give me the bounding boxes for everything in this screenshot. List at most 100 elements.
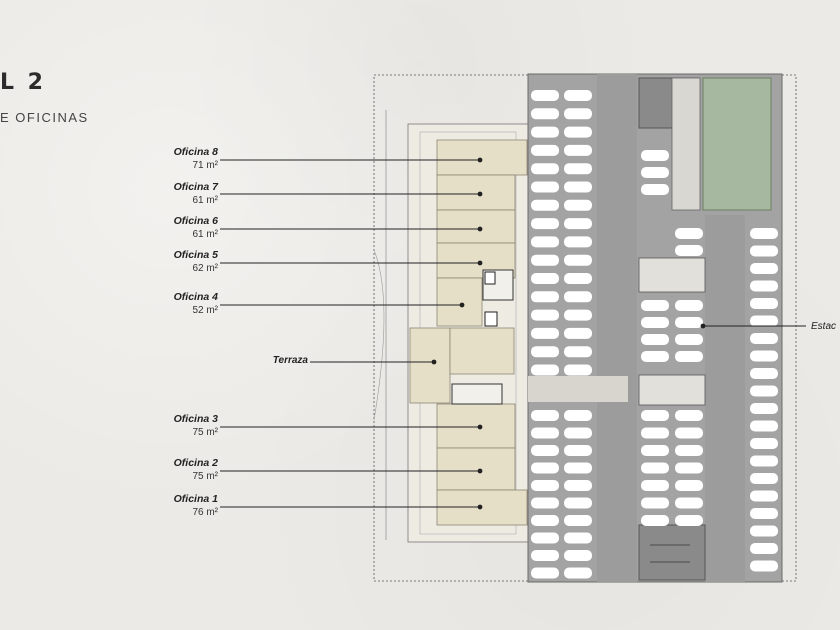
parking-stall bbox=[641, 462, 669, 474]
parking-stall bbox=[675, 410, 703, 421]
parking-stall bbox=[531, 364, 559, 376]
terrace-label: Terraza bbox=[272, 355, 308, 366]
stair-block bbox=[671, 77, 701, 211]
parking-stall bbox=[531, 462, 559, 474]
parking-stall bbox=[641, 351, 669, 362]
parking-stall bbox=[531, 346, 559, 358]
parking-stall bbox=[750, 420, 778, 432]
office-area: 75 m² bbox=[192, 471, 218, 482]
office-label-5: Oficina 5 62 m² bbox=[160, 249, 218, 275]
office-label-8: Oficina 8 71 m² bbox=[160, 146, 218, 172]
parking-stall bbox=[531, 327, 559, 339]
parking-stall bbox=[641, 427, 669, 439]
parking-stall bbox=[564, 199, 592, 211]
parking-stall bbox=[675, 497, 703, 509]
terrace bbox=[409, 327, 451, 404]
parking-stall bbox=[564, 309, 592, 321]
parking-label: Estac bbox=[811, 321, 837, 332]
parking-stall bbox=[531, 532, 559, 544]
parking-stall bbox=[750, 525, 778, 537]
parking-stall bbox=[531, 218, 559, 230]
parking-stall bbox=[564, 532, 592, 544]
parking-stall bbox=[641, 497, 669, 509]
parking-stall bbox=[750, 333, 778, 344]
office-unit-4 bbox=[436, 277, 483, 327]
parking-stall bbox=[564, 163, 592, 175]
parking-stall bbox=[675, 317, 703, 328]
parking-stall bbox=[675, 480, 703, 491]
parking-stall bbox=[564, 410, 592, 421]
parking-stall bbox=[564, 497, 592, 509]
parking-stall bbox=[564, 126, 592, 138]
parking-stall bbox=[675, 515, 703, 526]
parking-stall bbox=[750, 508, 778, 519]
office-name: Oficina 8 bbox=[173, 146, 218, 158]
parking-stall bbox=[675, 445, 703, 456]
parking-stall bbox=[750, 455, 778, 467]
office-name: Oficina 3 bbox=[173, 413, 218, 425]
parking-stall bbox=[750, 350, 778, 362]
parking-stall bbox=[531, 515, 559, 526]
parking-stall bbox=[531, 163, 559, 175]
office-area: 71 m² bbox=[192, 160, 218, 171]
parking-stall bbox=[641, 515, 669, 526]
parking-stalls bbox=[531, 90, 778, 579]
office-name: Oficina 6 bbox=[173, 215, 218, 227]
parking-stall bbox=[531, 309, 559, 321]
parking-stall bbox=[750, 263, 778, 274]
parking-stall bbox=[641, 317, 669, 328]
leader-dots bbox=[431, 157, 706, 510]
parking-stall bbox=[750, 438, 778, 449]
parking-stall bbox=[531, 108, 559, 120]
parking-stall bbox=[531, 144, 559, 156]
parking-stall bbox=[531, 126, 559, 138]
office-label-2: Oficina 2 75 m² bbox=[160, 457, 218, 483]
parking-stall bbox=[564, 462, 592, 474]
parking-stall bbox=[750, 385, 778, 397]
office-label-6: Oficina 6 61 m² bbox=[160, 215, 218, 241]
office-area: 75 m² bbox=[192, 427, 218, 438]
parking-stall bbox=[531, 427, 559, 439]
office-unit-8 bbox=[436, 139, 528, 176]
parking-stall bbox=[564, 327, 592, 339]
elevator-2 bbox=[484, 311, 498, 327]
parking-stall bbox=[750, 228, 778, 239]
leader-lines bbox=[220, 159, 806, 508]
office-name: Oficina 2 bbox=[173, 457, 218, 469]
green-court bbox=[702, 77, 772, 211]
parking-stall bbox=[564, 346, 592, 358]
office-unit-2 bbox=[436, 447, 516, 491]
parking-stall bbox=[675, 351, 703, 362]
parking-stall bbox=[564, 273, 592, 284]
parking-stall bbox=[750, 473, 778, 484]
office-unit-7 bbox=[436, 174, 516, 211]
pedestrian-crossing bbox=[528, 376, 628, 402]
office-label-4: Oficina 4 52 m² bbox=[160, 291, 218, 317]
parking-stall bbox=[531, 181, 559, 193]
parking-stall bbox=[641, 480, 669, 491]
parking-stall bbox=[675, 245, 703, 256]
lobby bbox=[451, 383, 503, 405]
parking-stall bbox=[531, 480, 559, 491]
parking-stall bbox=[750, 298, 778, 309]
office-name: Oficina 5 bbox=[173, 249, 218, 261]
parking-stall bbox=[531, 567, 559, 579]
office-label-7: Oficina 7 61 m² bbox=[160, 181, 218, 207]
parking-core-2 bbox=[638, 374, 706, 406]
parking-stall bbox=[564, 550, 592, 561]
parking-stall bbox=[750, 490, 778, 502]
office-name: Oficina 4 bbox=[173, 291, 218, 303]
parking-stall bbox=[564, 254, 592, 266]
parking-stall bbox=[675, 228, 703, 239]
parking-stall bbox=[750, 543, 778, 554]
office-label-3: Oficina 3 75 m² bbox=[160, 413, 218, 439]
page-subtitle: E OFICINAS bbox=[0, 110, 89, 125]
parking-stall bbox=[641, 150, 669, 161]
parking-stall bbox=[531, 273, 559, 284]
parking-stall bbox=[675, 300, 703, 311]
parking-stall bbox=[641, 300, 669, 311]
parking-stall bbox=[564, 218, 592, 230]
parking-stall bbox=[750, 403, 778, 414]
parking-stall bbox=[750, 560, 778, 572]
